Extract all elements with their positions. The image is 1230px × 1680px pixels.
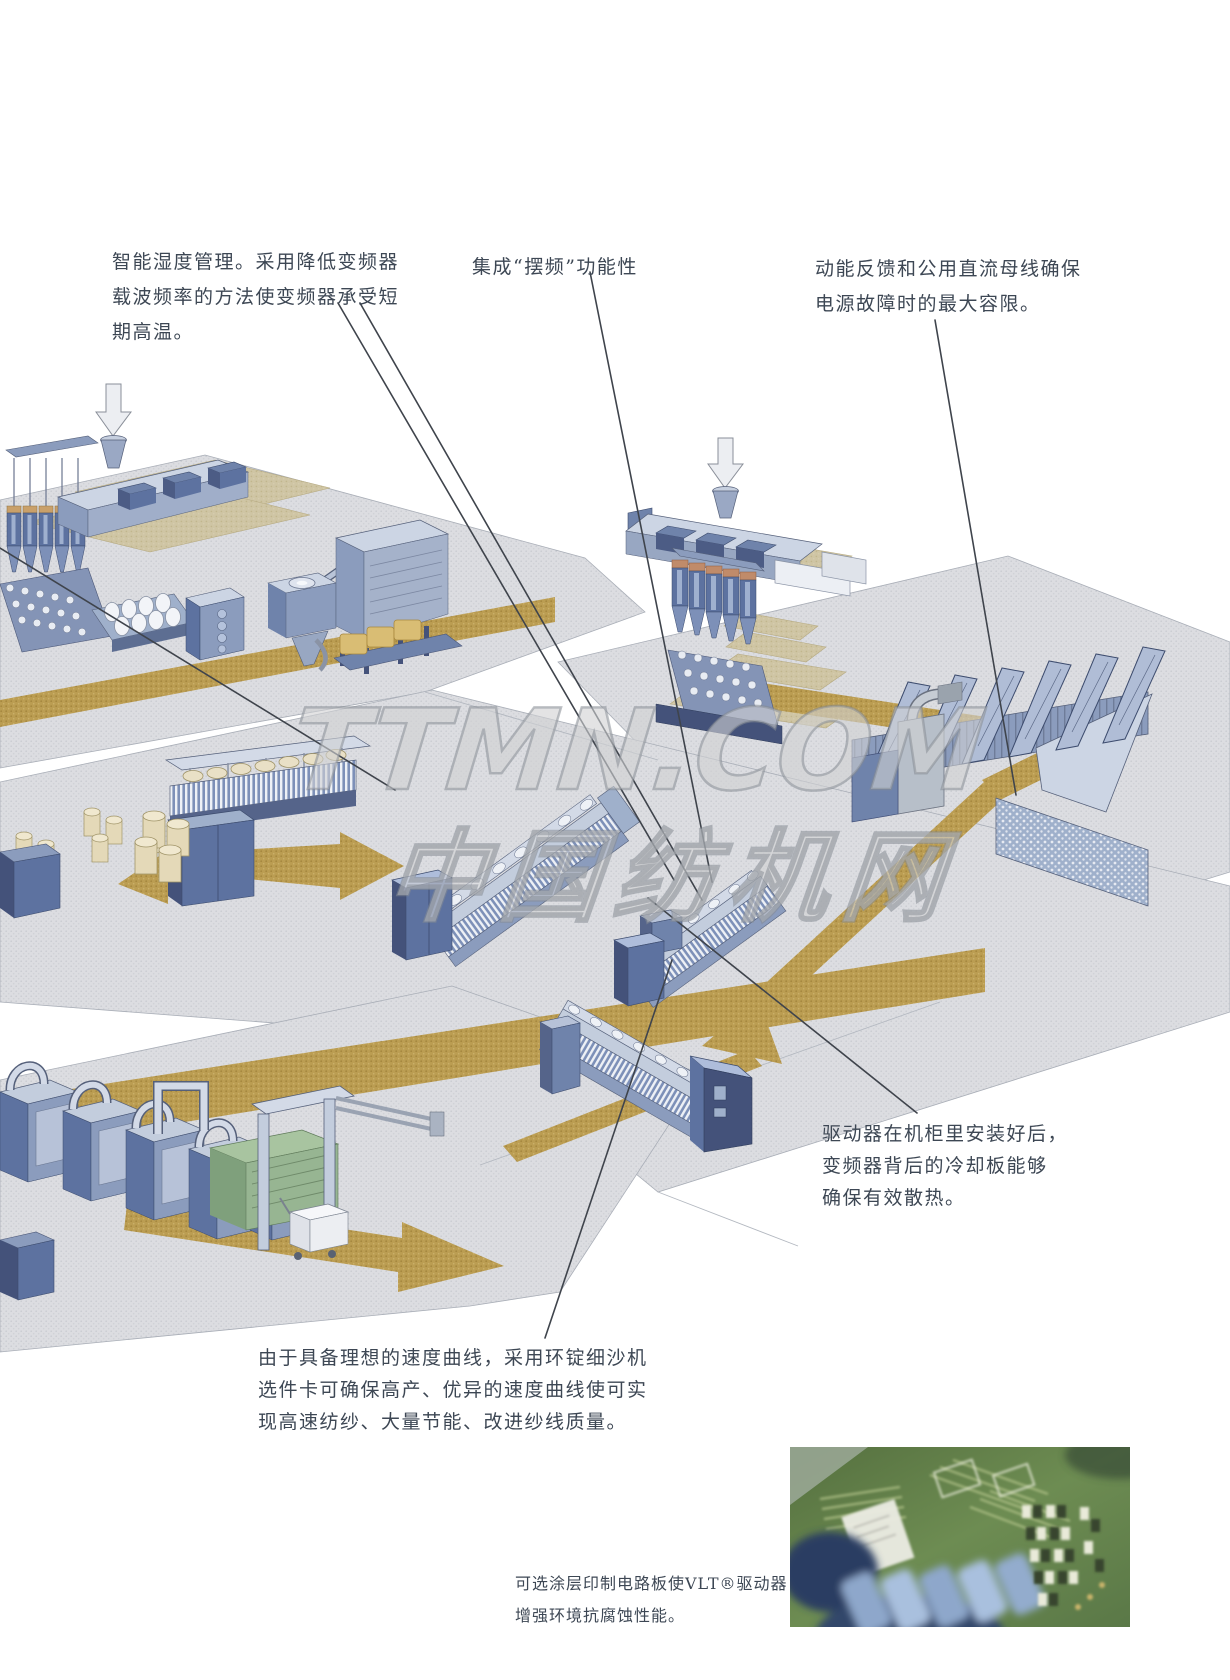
annotation-line: 现高速纺纱、大量节能、改进纱线质量。 [258, 1411, 628, 1433]
annotation-coated-pcb-caption: 可选涂层印制电路板使VLT®驱动器 增强环境抗腐蚀性能。 [515, 1568, 788, 1632]
flow-arrow-right [238, 832, 404, 900]
annotation-line: 确保有效散热。 [822, 1187, 966, 1209]
annotation-line: 驱动器在机柜里安装好后， [822, 1123, 1069, 1145]
annotation-line: 选件卡可确保高产、优异的速度曲线使可实 [258, 1379, 648, 1401]
annotation-line: 可选涂层印制电路板使VLT®驱动器 [515, 1574, 788, 1593]
feeder-saddles [117, 461, 247, 510]
cooling-duct-tower [897, 713, 945, 815]
machine-finishing-line [0, 1061, 445, 1301]
pcb-photo [790, 1447, 1130, 1627]
annotation-speed-curve: 由于具备理想的速度曲线，采用环锭细沙机 选件卡可确保高产、优异的速度曲线使可实 … [258, 1342, 648, 1438]
machine-ring-frame-1 [613, 870, 787, 1008]
feed-hopper [100, 439, 127, 469]
annotation-line: 集成“摆频”功能性 [472, 256, 638, 278]
down-arrow-icon [95, 383, 132, 437]
fiber-bales [339, 619, 422, 655]
filter-house [333, 519, 463, 674]
annotation-line: 变频器背后的冷却板能够 [822, 1155, 1048, 1177]
annotation-leader-lines [0, 271, 1017, 1339]
machine-drawing-frame [0, 735, 372, 919]
annotation-line: 智能湿度管理。采用降低变频器 [112, 251, 400, 273]
perforated-wall [995, 797, 1149, 907]
cyclone-separators [671, 559, 757, 645]
annotation-line: 载波频率的方法使变频器承受短 [112, 286, 400, 308]
doffing-cart [279, 1197, 350, 1260]
annotation-humidity-management: 智能湿度管理。采用降低变频器 载波频率的方法使变频器承受短 期高温。 [112, 245, 399, 350]
annotation-cooling-plate: 驱动器在机柜里安装好后， 变频器背后的冷却板能够 确保有效散热。 [822, 1118, 1068, 1214]
annotation-line: 动能反馈和公用直流母线确保 [815, 258, 1082, 280]
pcb-capacitors [790, 1532, 1045, 1627]
bale-feeder-row [5, 583, 87, 637]
drive-cabinet [703, 1067, 753, 1153]
pcb-components [1022, 1505, 1105, 1610]
annotation-line: 期高温。 [112, 321, 195, 343]
flow-arrowhead-downleft [702, 998, 782, 1064]
down-arrow-icon [707, 437, 744, 489]
annotation-line: 由于具备理想的速度曲线，采用环锭细沙机 [258, 1347, 648, 1369]
feed-hopper [712, 490, 739, 519]
machine-blowroom-right [625, 437, 867, 745]
annotation-line: 增强环境抗腐蚀性能。 [515, 1606, 686, 1625]
annotation-line: 电源故障时的最大容限。 [815, 293, 1041, 315]
annotation-kinetic-backup: 动能反馈和公用直流母线确保 电源故障时的最大容限。 [815, 252, 1082, 322]
annotation-wobble-frequency: 集成“摆频”功能性 [472, 250, 638, 285]
sliver-cans [134, 810, 190, 883]
machine-inclined-carding [851, 646, 1166, 907]
machine-roving-frame [391, 785, 640, 968]
